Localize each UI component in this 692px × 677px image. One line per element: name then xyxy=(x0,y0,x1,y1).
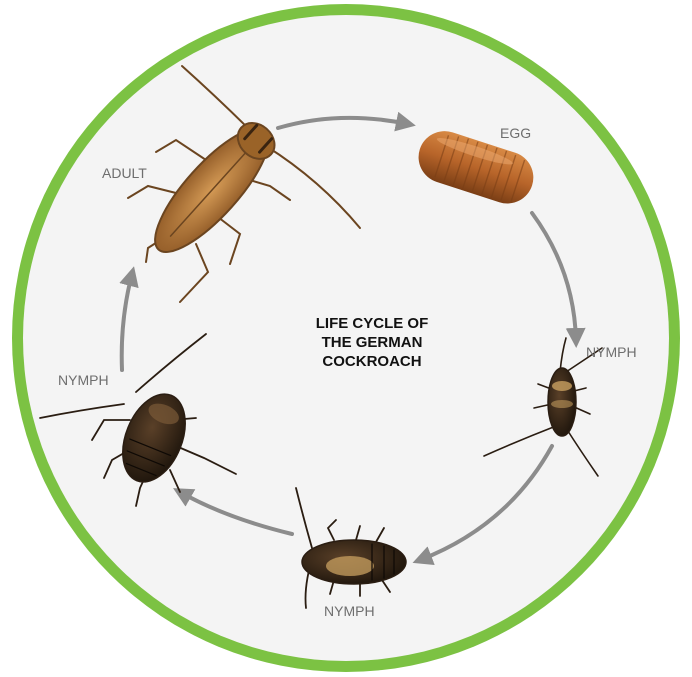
label-nymph-bottom: NYMPH xyxy=(324,603,375,619)
label-adult: ADULT xyxy=(102,165,147,181)
label-egg: EGG xyxy=(500,125,531,141)
diagram-title: LIFE CYCLE OF THE GERMAN COCKROACH xyxy=(316,315,429,370)
label-nymph-left: NYMPH xyxy=(58,372,109,388)
title-line-2: THE GERMAN xyxy=(322,334,423,351)
label-nymph-right: NYMPH xyxy=(586,344,637,360)
title-line-1: LIFE CYCLE OF xyxy=(316,315,429,332)
title-line-3: COCKROACH xyxy=(322,353,421,370)
